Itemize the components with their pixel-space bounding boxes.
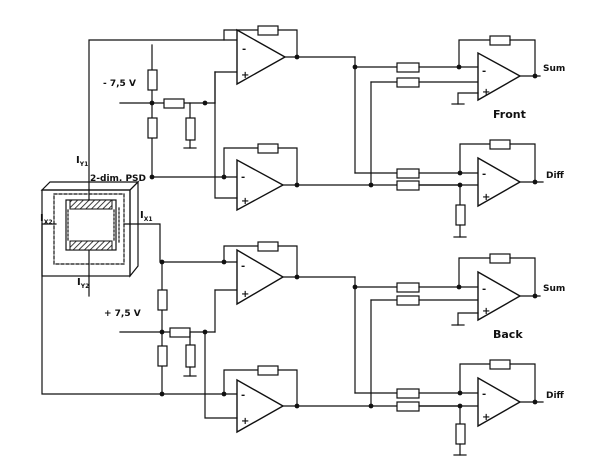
opamp-diff-back	[477, 376, 522, 428]
psd-sensor	[40, 180, 140, 278]
resistor-sum1a	[396, 62, 420, 73]
svg-text:+: +	[482, 412, 490, 423]
resistor-diff2b	[396, 401, 420, 412]
electrode-y1	[69, 199, 113, 210]
label-sum-front: Sum	[543, 64, 565, 74]
resistor-gnd-diff2	[455, 423, 466, 445]
back-section: - + - + - +	[119, 241, 544, 456]
resistor-r4	[185, 117, 196, 141]
svg-text:+: +	[482, 192, 490, 203]
opamp-front-1	[236, 28, 287, 86]
resistor-r8	[185, 344, 196, 368]
resistor-fb1	[257, 25, 279, 36]
svg-text:-: -	[482, 169, 486, 180]
opamp-diff-front	[477, 156, 522, 208]
resistor-r7	[169, 327, 191, 338]
opamp-front-2	[236, 158, 285, 212]
svg-text:+: +	[482, 87, 490, 98]
opamp-back-2	[236, 378, 285, 434]
svg-text:-: -	[482, 284, 486, 295]
resistor-fb4	[257, 365, 279, 376]
resistor-fb-sum1	[489, 35, 511, 46]
opamp-back-1	[236, 248, 285, 306]
front-section: - + - + - +	[119, 25, 544, 238]
label-iy2: IY2	[77, 277, 89, 290]
resistor-sum1b	[396, 77, 420, 88]
svg-text:-: -	[482, 389, 486, 400]
resistor-fb2	[257, 143, 279, 154]
label-ix1: IX1	[140, 210, 153, 223]
label-neg-voltage: - 7,5 V	[103, 79, 136, 89]
opamp-sum-front	[477, 51, 522, 102]
resistor-fb-sum2	[489, 253, 511, 264]
label-front: Front	[493, 108, 526, 121]
resistor-fb3	[257, 241, 279, 252]
resistor-fb-diff1	[489, 139, 511, 150]
resistor-r3	[163, 98, 185, 109]
label-diff-front: Diff	[546, 171, 565, 181]
resistor-r5	[157, 289, 168, 311]
label-ix2: IX2	[40, 213, 53, 226]
svg-text:-: -	[242, 44, 246, 55]
svg-text:+: +	[241, 70, 249, 81]
opamp-sum-back	[477, 270, 522, 322]
resistor-r2	[147, 117, 158, 139]
svg-text:-: -	[482, 66, 486, 77]
svg-text:+: +	[482, 306, 490, 317]
svg-text:+: +	[241, 416, 249, 427]
svg-text:-: -	[241, 390, 245, 401]
resistor-gnd-diff1	[455, 204, 466, 226]
label-back: Back	[493, 328, 523, 341]
svg-text:-: -	[241, 172, 245, 183]
label-iy1: IY1	[76, 155, 88, 168]
label-sum-back: Sum	[543, 284, 565, 294]
resistor-diff1a	[396, 168, 420, 179]
svg-text:+: +	[241, 196, 249, 207]
svg-text:+: +	[241, 289, 249, 300]
svg-text:-: -	[241, 261, 245, 272]
resistor-sum2b	[396, 295, 420, 306]
resistor-r6	[157, 345, 168, 367]
resistor-fb-diff2	[489, 359, 511, 370]
label-diff-back: Diff	[546, 391, 565, 401]
label-pos-voltage: + 7,5 V	[104, 309, 141, 319]
psd-label: 2-dim. PSD	[90, 174, 146, 184]
resistor-diff2a	[396, 388, 420, 399]
psd-leads	[41, 39, 238, 395]
electrode-y2	[69, 240, 113, 251]
resistor-sum2a	[396, 282, 420, 293]
resistor-r1	[147, 69, 158, 91]
resistor-diff1b	[396, 180, 420, 191]
